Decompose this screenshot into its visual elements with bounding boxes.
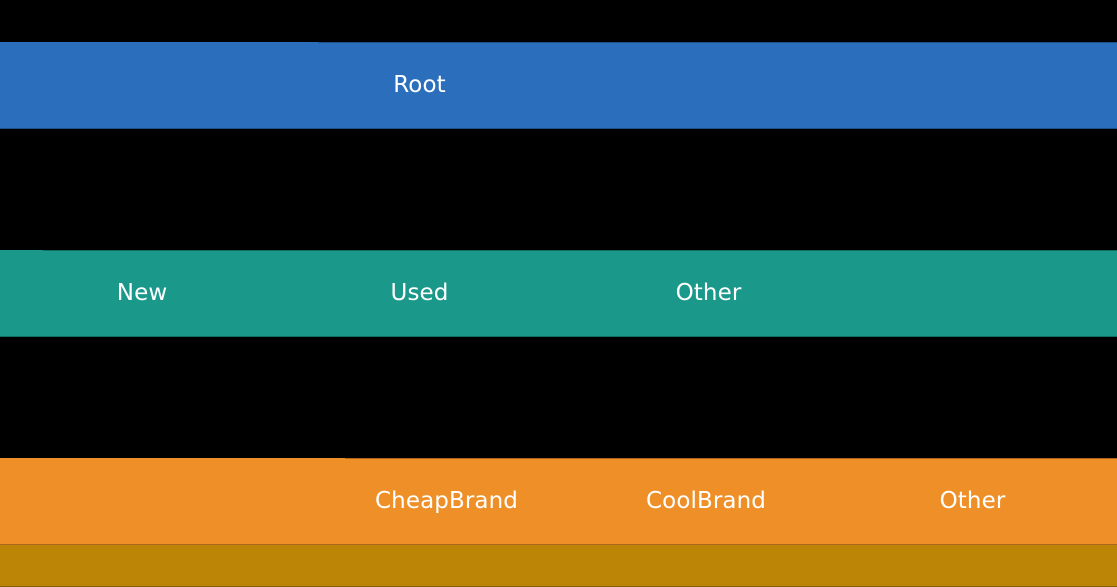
- icicle-node-label: Used: [390, 280, 449, 306]
- icicle-node-label: New: [116, 280, 168, 306]
- icicle-node-root-a[interactable]: [0, 42, 318, 129]
- icicle-node-root[interactable]: Root: [318, 42, 521, 129]
- icicle-node-label: CoolBrand: [646, 488, 766, 514]
- icicle-node-label: CheapBrand: [375, 488, 518, 514]
- icicle-node-other-brand[interactable]: Other: [871, 458, 1074, 545]
- icicle-node-brand-edge-left[interactable]: [0, 458, 345, 545]
- icicle-node-label: Other: [675, 280, 742, 306]
- icicle-node-label: Root: [393, 72, 446, 98]
- icicle-node-brand-gap-2[interactable]: [808, 458, 871, 545]
- icicle-node-cheapbrand[interactable]: CheapBrand: [345, 458, 548, 545]
- icicle-node-label: Other: [939, 488, 1006, 514]
- icicle-node-cond-gap-1[interactable]: [241, 250, 318, 337]
- icicle-node-level3-band[interactable]: [0, 545, 1117, 587]
- icicle-node-brand-gap-1[interactable]: [548, 458, 604, 545]
- level-2-brand: CheapBrand CoolBrand Other: [0, 458, 1117, 545]
- icicle-node-cond-edge-right[interactable]: [810, 250, 1117, 337]
- icicle-node-coolbrand[interactable]: CoolBrand: [604, 458, 808, 545]
- icicle-node-cond-gap-2[interactable]: [521, 250, 607, 337]
- icicle-node-other-condition[interactable]: Other: [607, 250, 810, 337]
- icicle-node-cond-edge-left[interactable]: [0, 250, 43, 337]
- level-3-clipped: [0, 545, 1117, 587]
- icicle-node-used[interactable]: Used: [318, 250, 521, 337]
- icicle-node-root-c[interactable]: [521, 42, 1117, 129]
- level-1-condition: New Used Other: [0, 250, 1117, 337]
- icicle-node-brand-edge-right[interactable]: [1074, 458, 1117, 545]
- icicle-node-new[interactable]: New: [43, 250, 241, 337]
- level-0-root: Root: [0, 42, 1117, 129]
